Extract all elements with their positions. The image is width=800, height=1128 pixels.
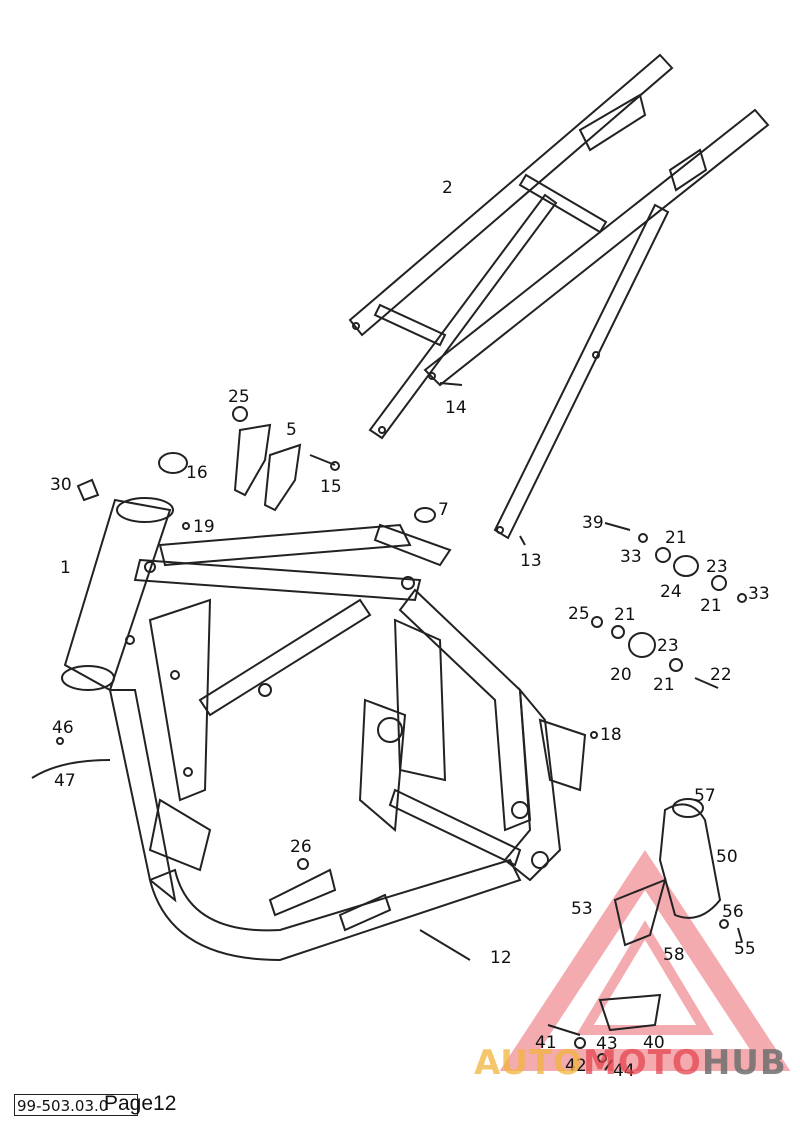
label-30: 30 (50, 475, 72, 495)
bolt-13 (519, 535, 526, 546)
bushing-24 (673, 555, 699, 577)
label-57: 57 (694, 786, 716, 806)
bearing-21a (655, 547, 671, 563)
bearing-21d (669, 658, 683, 672)
nut-26 (297, 858, 309, 870)
label-41: 41 (535, 1033, 557, 1053)
label-46: 46 (52, 718, 74, 738)
label-43: 43 (596, 1034, 618, 1054)
watermark-hub: HUB (701, 1043, 787, 1083)
label-1: 1 (60, 558, 71, 578)
label-13: 13 (520, 551, 542, 571)
nut-25 (232, 406, 248, 422)
bearing-21c (611, 625, 625, 639)
label-26: 26 (290, 837, 312, 857)
bearing-21b (711, 575, 727, 591)
bracket-5-left (233, 423, 272, 497)
label-23b: 23 (657, 636, 679, 656)
label-21b: 21 (700, 596, 722, 616)
label-2: 2 (442, 178, 453, 198)
label-15: 15 (320, 477, 342, 497)
label-47: 47 (54, 771, 76, 791)
label-18: 18 (600, 725, 622, 745)
label-50: 50 (716, 847, 738, 867)
bushing-20 (628, 632, 656, 658)
washer-33a (638, 533, 648, 543)
pin-41 (547, 1024, 581, 1036)
washer-56 (719, 919, 729, 929)
bolt-14 (439, 382, 463, 386)
label-33a: 33 (620, 547, 642, 567)
rear-subframe (348, 53, 770, 540)
label-19: 19 (193, 517, 215, 537)
label-44: 44 (613, 1061, 635, 1081)
label-21c: 21 (614, 605, 636, 625)
label-25a: 25 (228, 387, 250, 407)
watermark-text: AUTOMOTOHUB (474, 1043, 787, 1083)
nut-25b (591, 616, 603, 628)
label-42: 42 (565, 1056, 587, 1076)
label-33b: 33 (748, 584, 770, 604)
label-23a: 23 (706, 557, 728, 577)
label-25b: 25 (568, 604, 590, 624)
label-56: 56 (722, 902, 744, 922)
label-24: 24 (660, 582, 682, 602)
label-21d: 21 (653, 675, 675, 695)
tank-50 (658, 803, 722, 919)
label-14: 14 (445, 398, 467, 418)
bracket-53 (613, 878, 667, 947)
small-parts (31, 382, 747, 1071)
pin-44 (604, 1059, 613, 1071)
clip-18 (590, 731, 598, 739)
bolt-55 (737, 927, 743, 943)
watermark-logo (499, 849, 791, 1071)
part-labels: 1 2 5 7 12 13 14 15 16 18 19 20 21 21 21… (50, 178, 770, 1081)
label-16: 16 (186, 463, 208, 483)
hose-47 (31, 759, 111, 779)
label-21a: 21 (665, 528, 687, 548)
label-12: 12 (490, 948, 512, 968)
label-58: 58 (663, 945, 685, 965)
cap-57 (672, 798, 704, 818)
bolt-12 (419, 929, 471, 961)
washer-19 (182, 522, 190, 530)
grommet-30 (76, 478, 100, 502)
clip-46 (56, 737, 64, 745)
footpeg-40 (598, 993, 662, 1032)
label-40: 40 (643, 1033, 665, 1053)
label-55: 55 (734, 939, 756, 959)
watermark-auto: AUTO (474, 1043, 583, 1083)
main-frame (61, 497, 587, 962)
washer-43 (597, 1053, 607, 1063)
doc-code: 99-503.03.0 (17, 1097, 109, 1115)
label-20: 20 (610, 665, 632, 685)
label-39: 39 (582, 513, 604, 533)
spring-42 (574, 1037, 586, 1049)
bracket-5-right (263, 443, 302, 512)
doc-code-box (14, 1094, 138, 1116)
label-53: 53 (571, 899, 593, 919)
washer-33b (737, 593, 747, 603)
cap-16 (158, 452, 188, 474)
page-number: Page12 (104, 1092, 177, 1115)
label-5: 5 (286, 420, 297, 440)
bolt-22 (694, 677, 719, 689)
cap-7 (414, 507, 436, 523)
label-7: 7 (438, 500, 449, 520)
bolt-39 (604, 522, 631, 531)
label-22: 22 (710, 665, 732, 685)
watermark-moto: MOTO (582, 1043, 702, 1083)
